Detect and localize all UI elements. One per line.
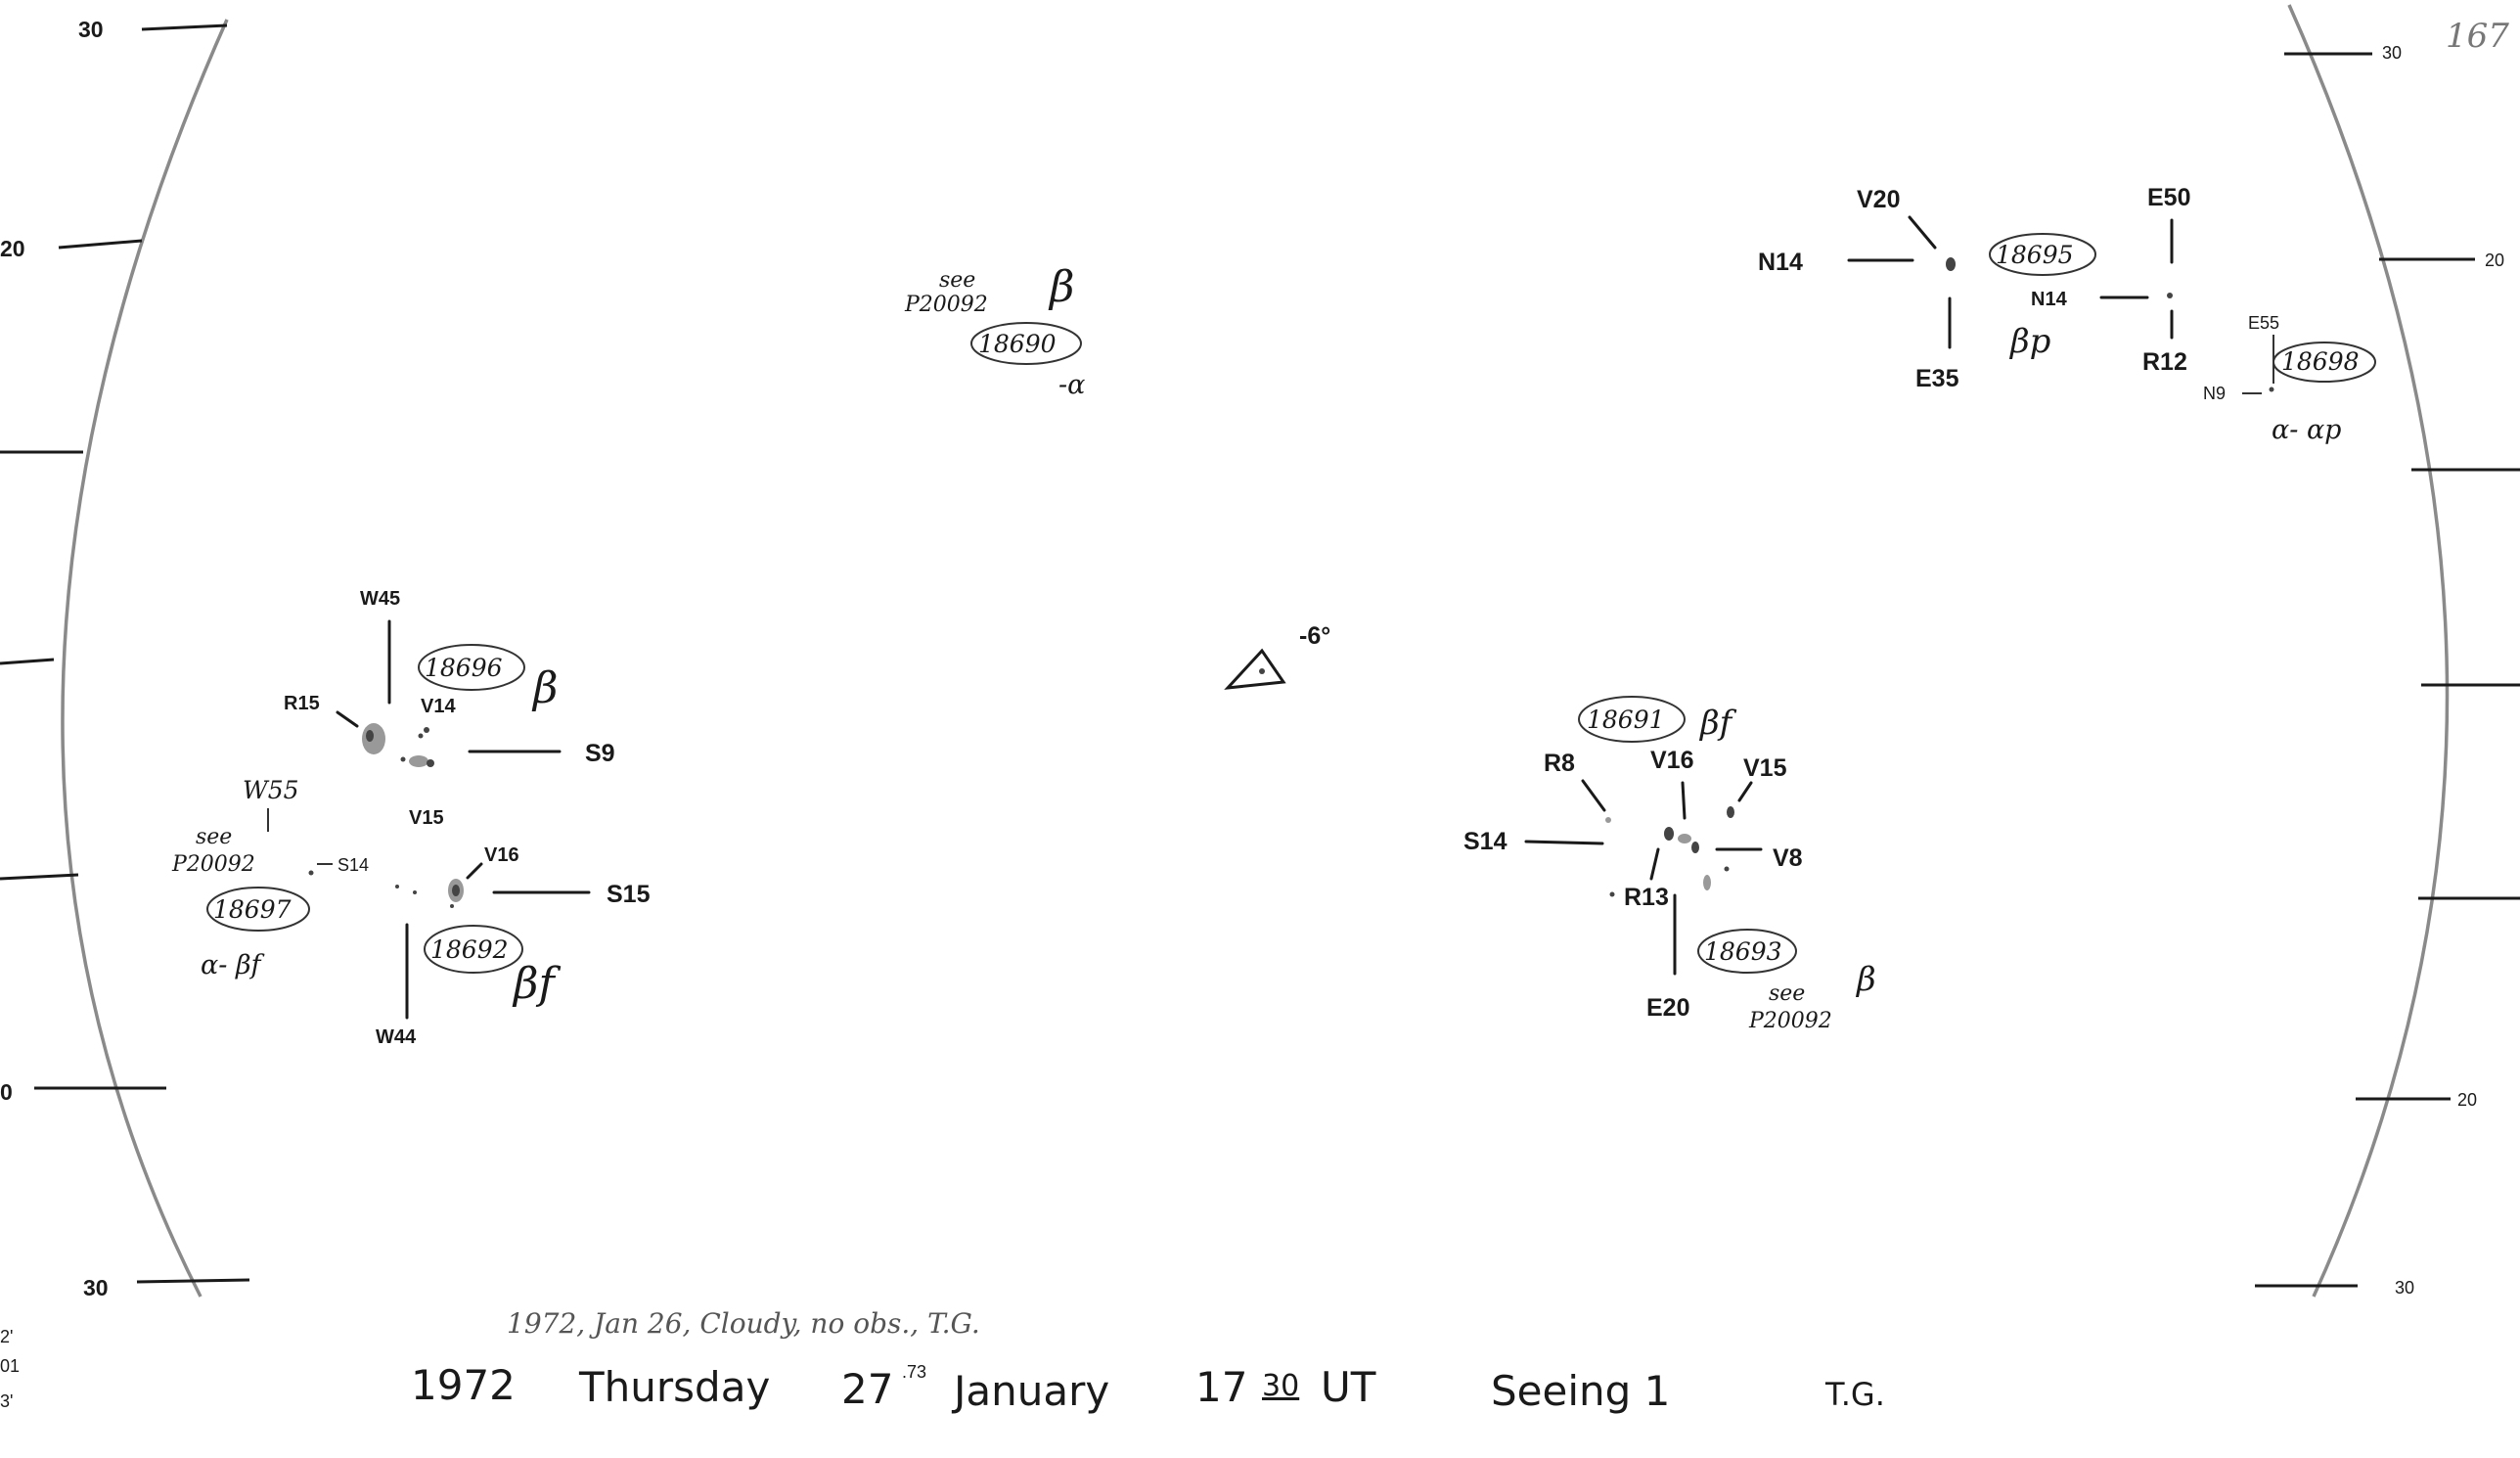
svg-text:S9: S9 <box>585 740 615 767</box>
svg-text:α- αp: α- αp <box>2272 415 2341 445</box>
svg-text:3': 3' <box>0 1391 13 1411</box>
svg-text:E55: E55 <box>2248 313 2279 333</box>
svg-text:V16: V16 <box>1650 747 1693 774</box>
svg-text:01: 01 <box>0 1356 20 1376</box>
svg-text:2': 2' <box>0 1327 13 1346</box>
region-18691: 18691 βf R8 V16 V15 S14 V8 R13 E20 <box>1463 696 1803 1022</box>
svg-text:W45: W45 <box>360 588 400 610</box>
svg-text:P20092: P20092 <box>171 852 255 877</box>
region-18695: V20 N14 E35 18695 βp E50 N14 R12 <box>1758 184 2190 392</box>
footer-year: 1972 <box>411 1361 516 1409</box>
region-number: 18693 <box>1704 937 1782 966</box>
right-scale-lower: 20 <box>2457 1090 2477 1110</box>
footer-timezone: UT <box>1321 1363 1376 1411</box>
region-number: 18691 <box>1587 706 1665 734</box>
svg-text:E35: E35 <box>1915 365 1959 392</box>
region-number: 18696 <box>425 654 503 682</box>
region-number: 18692 <box>430 935 509 964</box>
svg-text:W44: W44 <box>376 1026 417 1048</box>
center-mark: -6° <box>1224 622 1330 690</box>
svg-text:V15: V15 <box>409 807 444 829</box>
svg-text:βf: βf <box>1698 704 1737 743</box>
region-18696: W45 18696 β R15 V14 S9 V15 <box>284 588 615 829</box>
svg-text:N14: N14 <box>1758 249 1803 276</box>
svg-text:see: see <box>196 825 232 849</box>
region-18698: E55 18698 N9 α- αp <box>2203 313 2376 445</box>
right-scale-bottom: 30 <box>2395 1278 2414 1298</box>
svg-text:V15: V15 <box>1743 754 1787 782</box>
left-scale-bottom: 30 <box>83 1275 109 1300</box>
svg-text:N9: N9 <box>2203 384 2226 403</box>
footer-hour: 17 <box>1195 1363 1247 1411</box>
footer-seeing: Seeing 1 <box>1491 1367 1670 1415</box>
corner-marks: 2' 01 3' <box>0 1327 20 1411</box>
svg-text:see: see <box>1769 981 1805 1006</box>
svg-text:S14: S14 <box>338 855 369 875</box>
svg-text:R12: R12 <box>2142 348 2187 376</box>
svg-text:R8: R8 <box>1544 750 1575 777</box>
left-scale-upper: 20 <box>0 236 25 261</box>
footer-minute: 30 <box>1262 1369 1299 1403</box>
svg-text:E50: E50 <box>2147 184 2190 211</box>
footer-day: 27 <box>841 1365 893 1413</box>
svg-text:V20: V20 <box>1857 186 1900 213</box>
right-scale-upper: 20 <box>2485 251 2504 270</box>
svg-text:N14: N14 <box>2031 289 2068 310</box>
svg-text:R15: R15 <box>284 693 320 714</box>
svg-text:P20092: P20092 <box>1748 1009 1832 1033</box>
svg-text:β: β <box>1048 262 1074 312</box>
center-mark-label: -6° <box>1299 622 1330 650</box>
svg-text:V14: V14 <box>421 696 456 717</box>
observation-note: 1972, Jan 26, Cloudy, no obs., T.G. <box>507 1307 980 1340</box>
left-scale: 30 20 0 30 <box>0 17 250 1300</box>
svg-text:βf: βf <box>512 959 561 1009</box>
footer-month: January <box>951 1367 1109 1415</box>
footer-day-fraction: .73 <box>902 1362 926 1382</box>
svg-text:P20092: P20092 <box>904 293 988 317</box>
footer-observer: T.G. <box>1824 1376 1885 1413</box>
region-18697: W55 see P20092 S14 18697 α- βf <box>171 776 369 980</box>
region-18693: 18693 see P20092 β <box>1697 929 1876 1033</box>
left-scale-top: 30 <box>78 17 104 42</box>
region-18690: see P20092 β 18690 -α <box>904 262 1085 400</box>
footer-line: 1972 Thursday 27 .73 January 17 30 UT Se… <box>411 1361 1885 1415</box>
region-18692: V16 S15 18692 βf W44 <box>376 844 651 1048</box>
left-scale-lower: 0 <box>0 1079 13 1105</box>
svg-text:V8: V8 <box>1773 844 1803 872</box>
solar-limb-left <box>61 19 229 1298</box>
page-number: 167 <box>2446 17 2509 56</box>
svg-text:S15: S15 <box>607 881 651 908</box>
footer-weekday: Thursday <box>578 1363 770 1411</box>
region-number: 18690 <box>978 330 1057 358</box>
solar-limb-right <box>2287 4 2450 1298</box>
svg-text:W55: W55 <box>243 776 299 804</box>
svg-text:β: β <box>1855 960 1876 999</box>
svg-text:-α: -α <box>1058 370 1085 400</box>
region-number: 18698 <box>2281 347 2360 376</box>
svg-text:S14: S14 <box>1463 828 1508 855</box>
svg-text:β: β <box>531 663 558 713</box>
svg-text:α- βf: α- βf <box>201 950 265 980</box>
region-number: 18697 <box>213 895 292 924</box>
svg-text:see: see <box>939 268 975 293</box>
svg-text:βp: βp <box>2008 322 2050 361</box>
svg-text:V16: V16 <box>484 844 519 866</box>
right-scale: 30 20 20 30 <box>2255 43 2520 1298</box>
region-number: 18695 <box>1996 241 2074 269</box>
svg-text:R13: R13 <box>1624 884 1669 911</box>
right-scale-top: 30 <box>2382 43 2402 63</box>
svg-text:E20: E20 <box>1646 994 1689 1022</box>
